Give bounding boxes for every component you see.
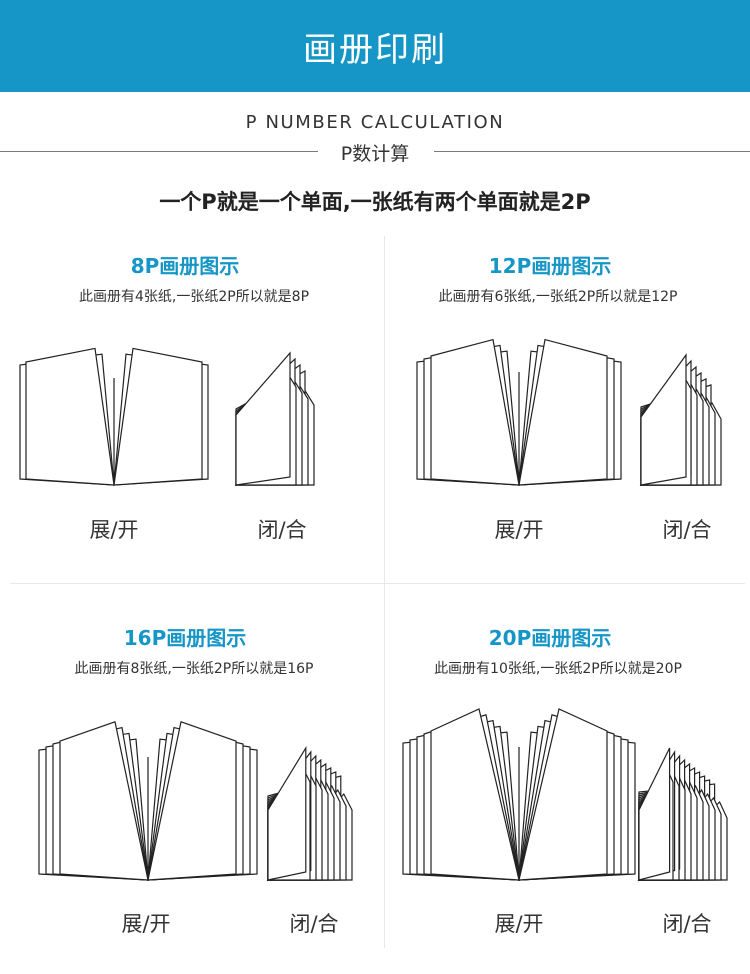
cell-title: 20P画册图示 bbox=[488, 626, 612, 650]
cell-description: 此画册有10张纸,一张纸2P所以就是20P bbox=[434, 661, 682, 677]
closed-book-illustration bbox=[637, 747, 728, 881]
open-book-illustration bbox=[19, 347, 209, 486]
open-right-page bbox=[518, 338, 608, 486]
closed-label: 闭/合 bbox=[289, 912, 339, 936]
closed-label: 闭/合 bbox=[257, 518, 307, 542]
brochure-cell-20p: 20P画册图示 此画册有10张纸,一张纸2P所以就是20P 展/开 闭/合 bbox=[385, 584, 750, 948]
open-book-illustration bbox=[38, 721, 258, 881]
open-label: 展/开 bbox=[494, 518, 544, 542]
cell-title: 12P画册图示 bbox=[488, 254, 612, 278]
closed-page bbox=[640, 353, 687, 486]
cell-description: 此画册有4张纸,一张纸2P所以就是8P bbox=[78, 289, 310, 305]
closed-book-illustration bbox=[639, 353, 722, 486]
open-book-illustration bbox=[416, 338, 622, 486]
brochure-cell-8p: 8P画册图示 此画册有4张纸,一张纸2P所以就是8P 展/开 闭/合 bbox=[0, 236, 384, 583]
cell-title: 8P画册图示 bbox=[130, 254, 240, 278]
closed-book-illustration bbox=[234, 351, 315, 486]
section-tagline: 一个P就是一个单面,一张纸有两个单面就是2P bbox=[159, 190, 591, 214]
closed-book-illustration bbox=[266, 745, 353, 881]
open-left-page bbox=[430, 708, 520, 881]
open-left-page bbox=[430, 338, 520, 486]
open-right-page bbox=[147, 721, 237, 881]
grid-divider-horizontal bbox=[10, 583, 745, 584]
page-title: 画册印刷 bbox=[303, 29, 447, 70]
brochure-cell-12p: 12P画册图示 此画册有6张纸,一张纸2P所以就是12P 展/开 闭/合 bbox=[385, 236, 750, 583]
open-left-page bbox=[59, 721, 149, 881]
closed-page bbox=[267, 745, 307, 881]
divider-right bbox=[434, 151, 750, 152]
open-label: 展/开 bbox=[121, 912, 171, 936]
closed-page bbox=[235, 351, 291, 486]
open-book-illustration bbox=[402, 708, 636, 881]
closed-label: 闭/合 bbox=[662, 518, 712, 542]
header-banner: 画册印刷 bbox=[0, 0, 750, 92]
closed-label: 闭/合 bbox=[662, 912, 712, 936]
open-right-page bbox=[113, 347, 203, 486]
closed-page bbox=[638, 747, 671, 881]
section-chinese-subtitle: P数计算 bbox=[340, 143, 410, 165]
cell-description: 此画册有6张纸,一张纸2P所以就是12P bbox=[438, 289, 678, 305]
open-label: 展/开 bbox=[494, 912, 544, 936]
section-english-title: P NUMBER CALCULATION bbox=[245, 112, 505, 133]
cell-description: 此画册有8张纸,一张纸2P所以就是16P bbox=[74, 661, 314, 677]
brochure-cell-16p: 16P画册图示 此画册有8张纸,一张纸2P所以就是16P 展/开 闭/合 bbox=[0, 584, 384, 948]
open-right-page bbox=[518, 708, 608, 881]
cell-title: 16P画册图示 bbox=[123, 626, 247, 650]
divider-left bbox=[0, 151, 318, 152]
open-label: 展/开 bbox=[89, 518, 139, 542]
open-left-page bbox=[25, 347, 115, 486]
grid-divider-vertical bbox=[384, 236, 385, 948]
